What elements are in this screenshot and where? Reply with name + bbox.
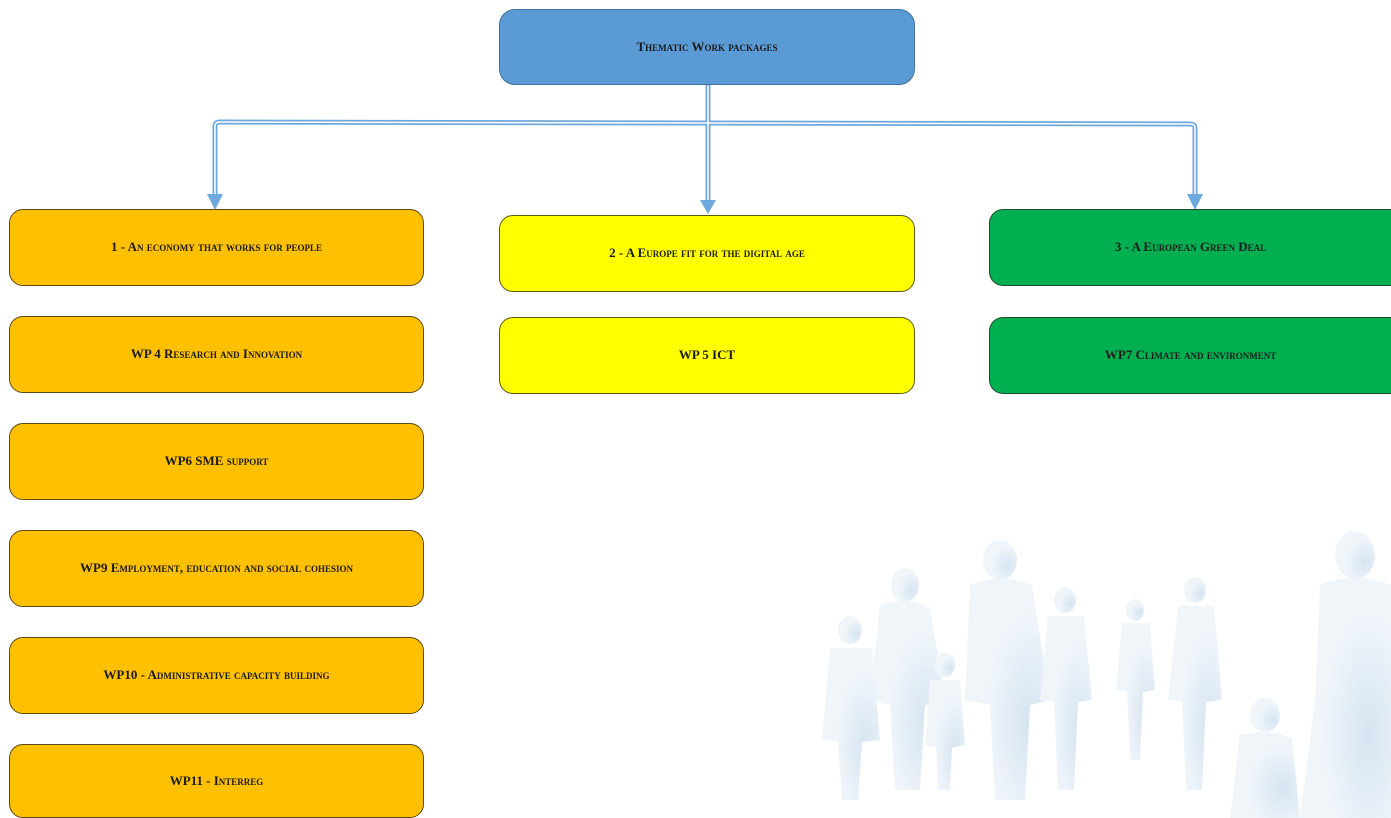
column-1-title: 1 - An economy that works for people bbox=[110, 239, 323, 255]
wp6-label: WP6 SME support bbox=[164, 453, 269, 469]
wp7-climate-environment: WP7 Climate and environment bbox=[989, 317, 1391, 394]
wp11-interreg: WP11 - Interreg bbox=[9, 744, 424, 818]
wp9-employment-education: WP9 Employment, education and social coh… bbox=[9, 530, 424, 607]
wp7-label: WP7 Climate and environment bbox=[1104, 347, 1277, 363]
arrowhead-col-2 bbox=[700, 200, 716, 214]
root-thematic-work-packages: Thematic Work packages bbox=[499, 9, 915, 85]
wp4-label: WP 4 Research and Innovation bbox=[130, 346, 303, 362]
wp5-label: WP 5 ICT bbox=[678, 347, 736, 363]
column-3-header: 3 - A European Green Deal bbox=[989, 209, 1391, 286]
column-2-header: 2 - A Europe fit for the digital age bbox=[499, 215, 915, 292]
wp10-label: WP10 - Administrative capacity building bbox=[103, 667, 330, 683]
column-2-title: 2 - A Europe fit for the digital age bbox=[609, 245, 805, 261]
wp6-sme-support: WP6 SME support bbox=[9, 423, 424, 500]
wp9-label: WP9 Employment, education and social coh… bbox=[80, 560, 353, 576]
arrowhead-col-3 bbox=[1187, 194, 1203, 210]
arrowhead-col-1 bbox=[207, 194, 223, 210]
wp10-administrative-capacity: WP10 - Administrative capacity building bbox=[9, 637, 424, 714]
wp11-label: WP11 - Interreg bbox=[169, 772, 264, 788]
wp4-research-innovation: WP 4 Research and Innovation bbox=[9, 316, 424, 393]
root-label: Thematic Work packages bbox=[636, 38, 778, 54]
column-3-title: 3 - A European Green Deal bbox=[1114, 239, 1267, 255]
column-1-header: 1 - An economy that works for people bbox=[9, 209, 424, 286]
wp5-ict: WP 5 ICT bbox=[499, 317, 915, 394]
